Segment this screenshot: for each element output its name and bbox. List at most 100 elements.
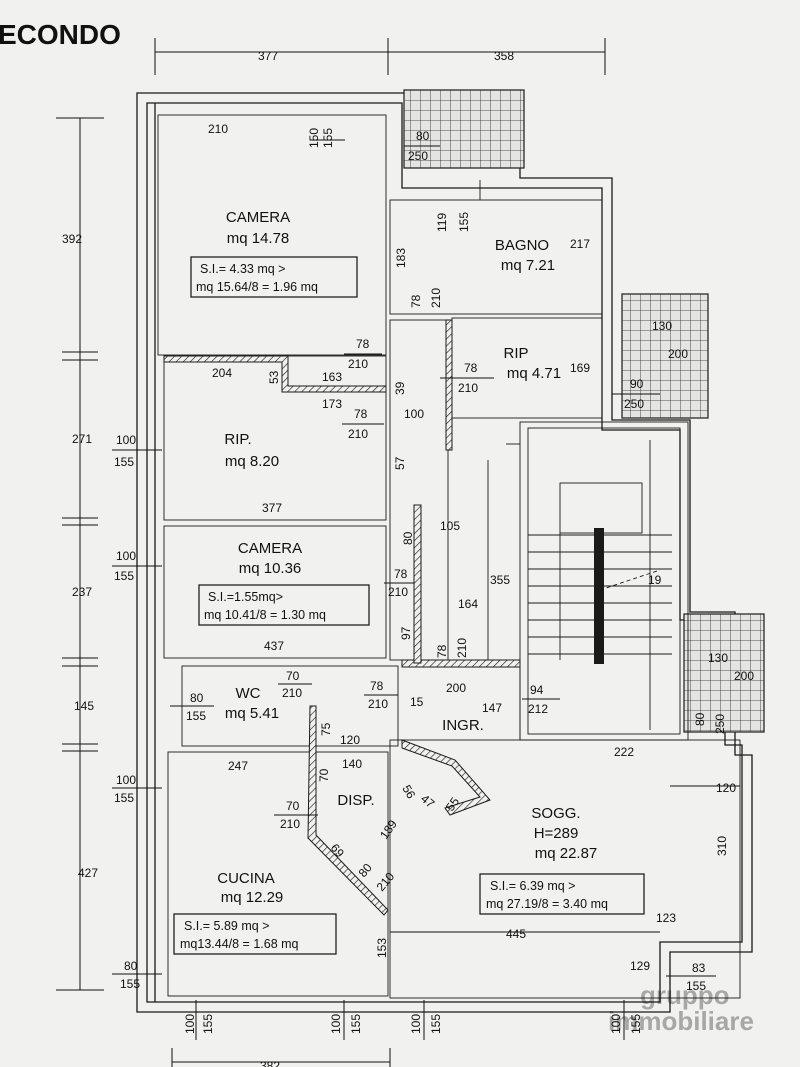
- svg-text:212: 212: [528, 702, 548, 716]
- svg-text:H=289: H=289: [534, 825, 579, 842]
- svg-text:78: 78: [435, 644, 449, 658]
- svg-text:S.I.= 5.89 mq >: S.I.= 5.89 mq >: [184, 919, 269, 933]
- svg-text:15: 15: [410, 695, 424, 709]
- watermark-logo: gruppo immobiliare: [608, 980, 754, 1036]
- svg-text:78: 78: [356, 337, 370, 351]
- svg-text:200: 200: [668, 347, 688, 361]
- svg-text:210: 210: [455, 638, 469, 658]
- svg-text:80: 80: [356, 860, 376, 879]
- svg-text:mq13.44/8 = 1.68 mq: mq13.44/8 = 1.68 mq: [180, 937, 299, 951]
- room-disp: DISP.: [337, 792, 374, 809]
- svg-text:BAGNO: BAGNO: [495, 237, 549, 254]
- svg-text:155: 155: [686, 979, 706, 993]
- svg-text:47: 47: [418, 792, 437, 812]
- svg-text:CAMERA: CAMERA: [238, 540, 302, 557]
- svg-text:210: 210: [458, 381, 478, 395]
- svg-text:210: 210: [280, 817, 300, 831]
- svg-text:119: 119: [435, 213, 449, 232]
- svg-text:250: 250: [713, 714, 727, 734]
- room-rip-small: RIP mq 4.71: [503, 345, 561, 382]
- svg-text:70: 70: [286, 799, 300, 813]
- svg-text:437: 437: [264, 639, 284, 653]
- svg-text:155: 155: [114, 569, 134, 583]
- svg-text:19: 19: [648, 573, 662, 587]
- svg-text:155: 155: [114, 791, 134, 805]
- svg-text:355: 355: [490, 573, 510, 587]
- dim-left-5: 427: [78, 866, 98, 880]
- svg-text:mq 8.20: mq 8.20: [225, 453, 279, 470]
- svg-text:105: 105: [440, 519, 460, 533]
- svg-text:mq 4.71: mq 4.71: [507, 365, 561, 382]
- room-camera-1: CAMERA mq 14.78 S.I.= 4.33 mq > mq 15.64…: [190, 209, 358, 298]
- svg-text:57: 57: [393, 456, 407, 470]
- svg-text:immobiliare: immobiliare: [608, 1006, 754, 1036]
- svg-text:210: 210: [348, 357, 368, 371]
- svg-text:mq 12.29: mq 12.29: [221, 889, 284, 906]
- hatched-partitions: [163, 319, 521, 916]
- svg-text:210: 210: [208, 122, 228, 136]
- dim-bottom: 382: [260, 1059, 280, 1067]
- svg-text:250: 250: [408, 149, 428, 163]
- room-ingr: INGR.: [442, 717, 484, 734]
- svg-text:CUCINA: CUCINA: [217, 870, 275, 887]
- svg-text:S.I.= 4.33 mq >: S.I.= 4.33 mq >: [200, 262, 285, 276]
- svg-text:247: 247: [228, 759, 248, 773]
- room-rip: RIP. mq 8.20: [224, 431, 279, 470]
- balcony-top: [403, 89, 525, 169]
- svg-text:97: 97: [399, 626, 413, 640]
- svg-text:RIP: RIP: [503, 345, 528, 362]
- svg-text:78: 78: [354, 407, 368, 421]
- dim-left-1: 392: [62, 232, 82, 246]
- page-title: ECONDO: [0, 19, 121, 50]
- svg-text:120: 120: [716, 781, 736, 795]
- svg-text:100: 100: [116, 433, 136, 447]
- svg-text:155: 155: [201, 1014, 215, 1034]
- svg-text:80: 80: [190, 691, 204, 705]
- svg-text:S.I.= 6.39 mq >: S.I.= 6.39 mq >: [490, 879, 575, 893]
- svg-text:200: 200: [734, 669, 754, 683]
- bottom-dimension: 382: [171, 1048, 391, 1067]
- svg-text:RIP.: RIP.: [224, 431, 251, 448]
- svg-text:150: 150: [307, 128, 321, 148]
- svg-text:155: 155: [114, 455, 134, 469]
- svg-text:gruppo: gruppo: [640, 980, 730, 1010]
- svg-text:123: 123: [656, 911, 676, 925]
- svg-text:210: 210: [429, 288, 443, 308]
- balcony-right: [621, 293, 709, 419]
- svg-text:70: 70: [317, 768, 331, 782]
- dim-left-3: 237: [72, 585, 92, 599]
- dim-left-2: 271: [72, 432, 92, 446]
- svg-text:222: 222: [614, 745, 634, 759]
- svg-text:mq 10.36: mq 10.36: [239, 560, 302, 577]
- left-dimension: 392 271 237 145 427: [56, 117, 104, 991]
- room-cucina: CUCINA mq 12.29 S.I.= 5.89 mq > mq13.44/…: [173, 870, 337, 955]
- room-camera-2: CAMERA mq 10.36 S.I.=1.55mq> mq 10.41/8 …: [198, 540, 370, 626]
- svg-text:94: 94: [530, 683, 544, 697]
- svg-text:100: 100: [116, 549, 136, 563]
- svg-text:130: 130: [708, 651, 728, 665]
- svg-text:78: 78: [464, 361, 478, 375]
- svg-text:CAMERA: CAMERA: [226, 209, 290, 226]
- svg-text:39: 39: [393, 381, 407, 395]
- svg-text:377: 377: [262, 501, 282, 515]
- svg-text:SOGG.: SOGG.: [531, 805, 580, 822]
- svg-text:mq 10.41/8 = 1.30 mq: mq 10.41/8 = 1.30 mq: [204, 608, 326, 622]
- svg-text:173: 173: [322, 397, 342, 411]
- svg-text:155: 155: [321, 128, 335, 148]
- svg-text:310: 310: [715, 836, 729, 856]
- svg-text:mq 7.21: mq 7.21: [501, 257, 555, 274]
- svg-text:80: 80: [401, 531, 415, 545]
- staircase: [527, 427, 681, 735]
- svg-text:80: 80: [124, 959, 138, 973]
- svg-text:129: 129: [630, 959, 650, 973]
- room-bagno: BAGNO mq 7.21: [495, 237, 555, 274]
- svg-text:189: 189: [377, 817, 400, 842]
- svg-text:210: 210: [348, 427, 368, 441]
- svg-text:217: 217: [570, 237, 590, 251]
- svg-text:100: 100: [329, 1014, 343, 1034]
- svg-text:WC: WC: [236, 685, 261, 702]
- svg-text:78: 78: [370, 679, 384, 693]
- svg-text:mq 5.41: mq 5.41: [225, 705, 279, 722]
- svg-text:250: 250: [624, 397, 644, 411]
